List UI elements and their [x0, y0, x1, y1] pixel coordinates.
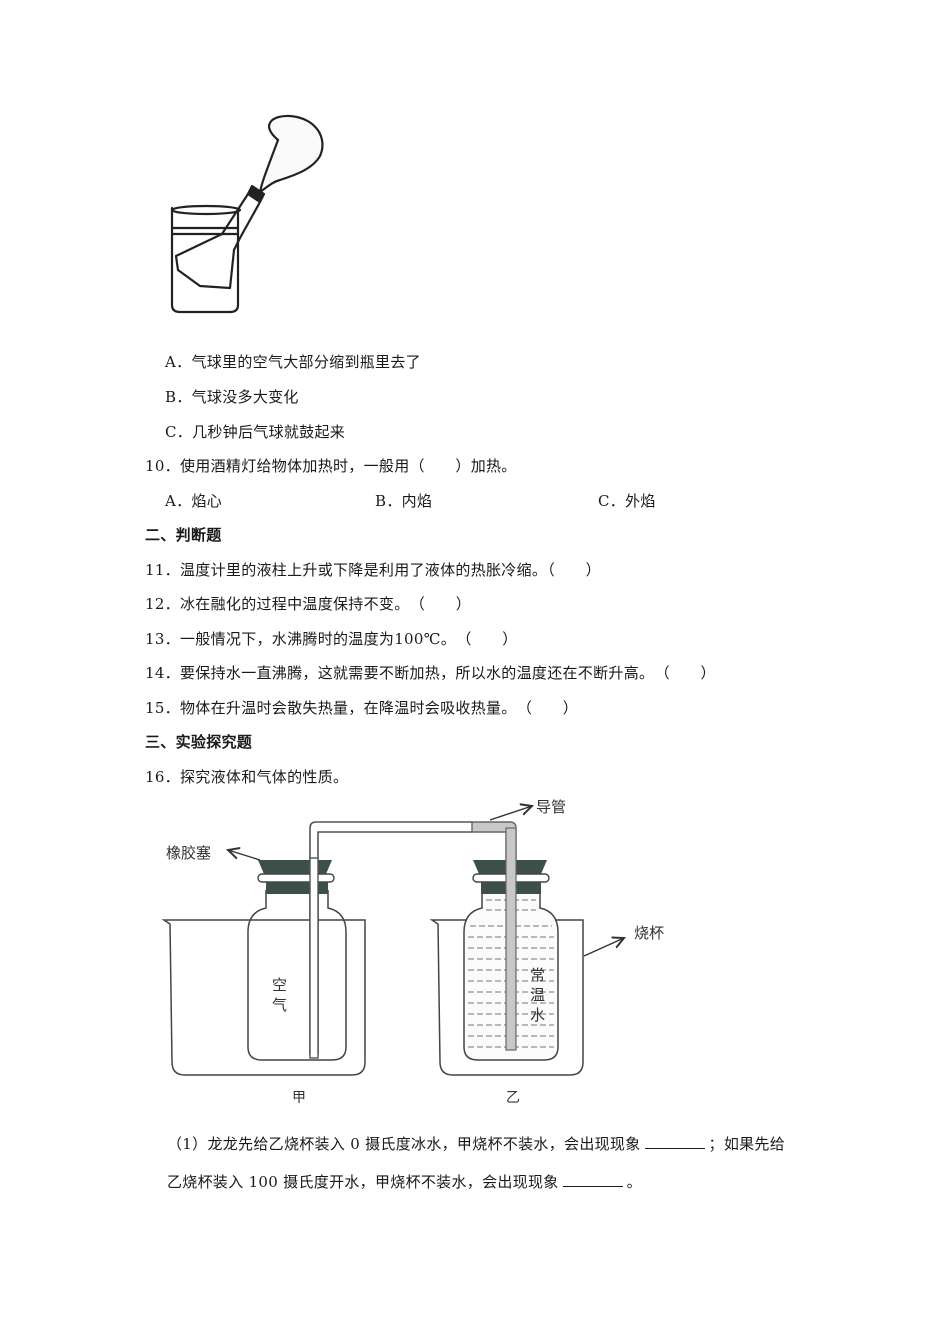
label-rubber-stopper: 橡胶塞 — [166, 844, 211, 862]
question-stem: 使用酒精灯给物体加热时，一般用（ ）加热。 — [180, 457, 517, 475]
question-13: 13．一般情况下，水沸腾时的温度为100℃。 （ ） — [145, 629, 518, 649]
q9-option-b: B．气球没多大变化 — [165, 387, 299, 407]
q10-option-b: B．内焰 — [375, 491, 432, 511]
question-number: 14． — [145, 664, 180, 682]
question-stem: 探究液体和气体的性质。 — [180, 768, 349, 786]
question-number: 10． — [145, 457, 180, 475]
question-12: 12．冰在融化的过程中温度保持不变。 （ ） — [145, 594, 471, 614]
q16-sub1-line2: 乙烧杯装入 100 摄氏度开水，甲烧杯不装水，会出现现象 。 — [167, 1172, 642, 1192]
label-air-1: 空 — [272, 976, 287, 994]
section-heading-experiment: 三、实验探究题 — [145, 733, 253, 751]
option-label: B． — [375, 492, 402, 510]
label-water-1: 常 — [530, 966, 545, 984]
q9-option-c: C．几秒钟后气球就鼓起来 — [165, 422, 345, 442]
stopper-left — [258, 860, 332, 874]
q10-option-a: A．焰心 — [165, 491, 222, 511]
question-stem: 物体在升温时会散失热量，在降温时会吸收热量。 （ ） — [180, 699, 579, 717]
option-text: 内焰 — [401, 492, 433, 510]
label-water-3: 水 — [530, 1006, 545, 1024]
q16-sub1-line1: （1）龙龙先给乙烧杯装入 0 摄氏度冰水，甲烧杯不装水，会出现现象 ；如果先给 — [167, 1134, 785, 1154]
label-water-2: 温 — [530, 986, 545, 1004]
label-tube: 导管 — [536, 798, 566, 816]
sub-question-text: （1）龙龙先给乙烧杯装入 0 摄氏度冰水，甲烧杯不装水，会出现现象 — [167, 1135, 641, 1153]
label-air-2: 气 — [272, 996, 287, 1014]
question-stem: 温度计里的液柱上升或下降是利用了液体的热胀冷缩。（ ） — [180, 561, 601, 579]
section-heading-judgement: 二、判断题 — [145, 526, 222, 544]
option-label: B． — [165, 388, 192, 406]
question-stem: 一般情况下，水沸腾时的温度为100℃。 （ ） — [180, 630, 518, 648]
label-beaker: 烧杯 — [634, 924, 664, 942]
option-label: C． — [598, 492, 626, 510]
question-11: 11．温度计里的液柱上升或下降是利用了液体的热胀冷缩。（ ） — [145, 560, 601, 580]
option-label: A． — [165, 492, 192, 510]
question-number: 13． — [145, 630, 180, 648]
question-10: 10．使用酒精灯给物体加热时，一般用（ ）加热。 — [145, 456, 517, 476]
sub-question-text: 。 — [626, 1173, 642, 1191]
label-jia: 甲 — [292, 1090, 306, 1106]
option-text: 气球里的空气大部分缩到瓶里去了 — [191, 353, 421, 371]
answer-blank-1[interactable] — [644, 1134, 705, 1149]
option-label: A． — [165, 353, 192, 371]
question-number: 16． — [145, 768, 180, 786]
gas-liquid-apparatus-diagram: 橡胶塞 导管 烧杯 空 气 常 温 水 甲 乙 — [161, 798, 664, 1106]
question-stem: 冰在融化的过程中温度保持不变。 （ ） — [180, 595, 472, 613]
sub-question-text: ；如果先给 — [708, 1135, 786, 1153]
option-text: 焰心 — [191, 492, 223, 510]
question-number: 15． — [145, 699, 180, 717]
option-text: 几秒钟后气球就鼓起来 — [192, 423, 346, 441]
question-stem: 要保持水一直沸腾，这就需要不断加热，所以水的温度还在不断升高。 （ ） — [180, 664, 716, 682]
question-number: 11． — [145, 561, 180, 579]
answer-blank-2[interactable] — [562, 1172, 623, 1187]
question-number: 12． — [145, 595, 180, 613]
question-14: 14．要保持水一直沸腾，这就需要不断加热，所以水的温度还在不断升高。 （ ） — [145, 663, 716, 683]
sub-question-text: 乙烧杯装入 100 摄氏度开水，甲烧杯不装水，会出现现象 — [167, 1173, 559, 1191]
option-text: 气球没多大变化 — [191, 388, 299, 406]
balloon-flask-figure — [170, 114, 324, 314]
q10-option-c: C．外焰 — [598, 491, 656, 511]
option-text: 外焰 — [625, 492, 656, 510]
q9-option-a: A．气球里的空气大部分缩到瓶里去了 — [165, 352, 421, 372]
question-15: 15．物体在升温时会散失热量，在降温时会吸收热量。 （ ） — [145, 698, 578, 718]
question-16: 16．探究液体和气体的性质。 — [145, 767, 348, 787]
option-label: C． — [165, 423, 193, 441]
label-yi: 乙 — [506, 1090, 520, 1106]
